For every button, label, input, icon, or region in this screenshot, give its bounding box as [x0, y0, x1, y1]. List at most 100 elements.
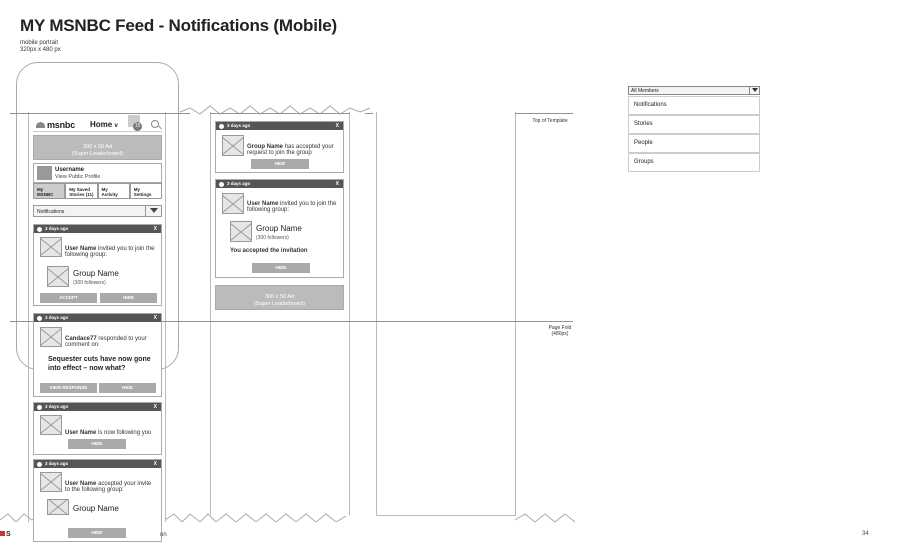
- msnbc-logo[interactable]: msnbc: [36, 120, 75, 130]
- brand-mark-icon: [0, 531, 5, 536]
- ad-leaderboard[interactable]: 300 x 50 Ad (Super Leaderboard): [215, 285, 344, 310]
- hide-button[interactable]: HIDE: [99, 383, 156, 393]
- menu-item-people[interactable]: People: [628, 134, 760, 153]
- home-nav-button[interactable]: Home v: [90, 120, 118, 129]
- page-fold-note: Page Fold (480px): [540, 325, 580, 337]
- group-name[interactable]: Group Name: [73, 504, 119, 513]
- notification-message: following group:: [247, 207, 290, 213]
- chevron-down-icon[interactable]: [749, 86, 760, 95]
- card-header: 3 days ago X: [34, 314, 161, 322]
- column-bottom: [376, 515, 516, 516]
- page-subtitle: mobile portrait 320px x 480 px: [20, 40, 61, 54]
- close-icon[interactable]: X: [153, 404, 157, 410]
- username: Username: [55, 167, 85, 173]
- close-icon[interactable]: X: [153, 461, 157, 467]
- group-thumbnail: [47, 266, 69, 287]
- clock-icon: [219, 123, 224, 129]
- ad-size: 300 x 50 Ad: [82, 144, 113, 150]
- top-of-template-line: [515, 113, 573, 114]
- menu-item-notifications[interactable]: Notifications: [628, 96, 760, 115]
- header-divider: [33, 131, 162, 132]
- group-name-link[interactable]: Group Name: [247, 144, 284, 150]
- chevron-down-icon[interactable]: [145, 205, 162, 217]
- avatar[interactable]: [37, 166, 52, 180]
- notification-message: responded to your: [98, 336, 147, 342]
- card-time: 3 days ago: [45, 315, 69, 320]
- footer-fragment: on: [160, 532, 167, 538]
- notification-message: invited you to join the: [98, 246, 155, 252]
- column-divider: [349, 112, 350, 515]
- group-followers: (300 followers): [73, 280, 106, 286]
- column-divider: [210, 112, 211, 515]
- view-response-button[interactable]: VIEW RESPONSE: [40, 383, 97, 393]
- torn-mask: [162, 522, 512, 556]
- ad-label: (Super Leaderboard): [253, 301, 306, 307]
- clock-icon: [219, 181, 224, 187]
- notification-message: accepted your invite: [98, 481, 152, 487]
- page-number: 34: [862, 531, 869, 537]
- close-icon[interactable]: X: [153, 315, 157, 321]
- view-public-profile-link[interactable]: View Public Profile: [55, 174, 101, 180]
- group-name[interactable]: Group Name: [256, 224, 302, 233]
- user-thumbnail: [40, 415, 62, 435]
- accept-button[interactable]: ACCEPT: [40, 293, 97, 303]
- menu-item-groups[interactable]: Groups: [628, 153, 760, 172]
- member-filter-select[interactable]: All Members: [628, 86, 760, 95]
- notification-message: invited you to join the: [280, 201, 337, 207]
- group-thumbnail: [47, 499, 69, 515]
- notifications-filter-select[interactable]: Notifications: [33, 205, 162, 217]
- user-thumbnail: [40, 327, 62, 347]
- tab-label: Settings: [133, 192, 152, 197]
- hide-button[interactable]: HIDE: [100, 293, 157, 303]
- accepted-status: You accepted the invitation: [230, 248, 308, 254]
- hide-button[interactable]: HIDE: [68, 528, 126, 538]
- user-name-link[interactable]: Candace77: [65, 336, 97, 342]
- user-name-link[interactable]: User Name: [65, 481, 97, 487]
- ad-leaderboard[interactable]: 300 x 50 Ad (Super Leaderboard): [33, 135, 162, 160]
- user-name-link[interactable]: User Name: [247, 201, 279, 207]
- search-icon[interactable]: [151, 120, 159, 128]
- page-title: MY MSNBC Feed - Notifications (Mobile): [20, 16, 337, 35]
- peacock-icon: [36, 122, 45, 128]
- hide-button[interactable]: HIDE: [252, 263, 310, 273]
- notification-message: comment on:: [65, 342, 100, 348]
- notification-message: to the following group:: [65, 487, 124, 493]
- page-fold-size: (480px): [551, 331, 569, 337]
- hide-button[interactable]: HIDE: [251, 159, 309, 169]
- footer-left-text: S: [6, 531, 11, 538]
- notification-text: User Name is now following you: [65, 430, 160, 436]
- tab-label: Stories (11): [69, 192, 94, 197]
- notification-message: request to join the group: [247, 150, 312, 156]
- group-name[interactable]: Group Name: [73, 269, 119, 278]
- close-icon[interactable]: X: [335, 123, 339, 129]
- hide-button[interactable]: HIDE: [68, 439, 126, 449]
- top-of-template-line: [10, 113, 190, 114]
- clock-icon: [37, 404, 42, 410]
- logo-text: msnbc: [47, 120, 76, 130]
- card-time: 3 days ago: [45, 461, 69, 466]
- user-name-link[interactable]: User Name: [65, 430, 97, 436]
- page-fold-label: Page Fold: [548, 325, 572, 331]
- tab-label: My: [133, 187, 141, 192]
- close-icon[interactable]: X: [335, 181, 339, 187]
- card-time: 3 days ago: [45, 226, 69, 231]
- notification-count-badge: 15: [133, 122, 142, 131]
- tab-label: My: [37, 187, 44, 192]
- close-icon[interactable]: X: [153, 226, 157, 232]
- user-name-link[interactable]: User Name: [65, 246, 97, 252]
- top-of-template-note: Top of Template: [532, 118, 568, 124]
- notification-message: has accepted your: [284, 144, 334, 150]
- card-time: 3 days ago: [227, 123, 251, 128]
- menu-item-stories[interactable]: Stories: [628, 115, 760, 134]
